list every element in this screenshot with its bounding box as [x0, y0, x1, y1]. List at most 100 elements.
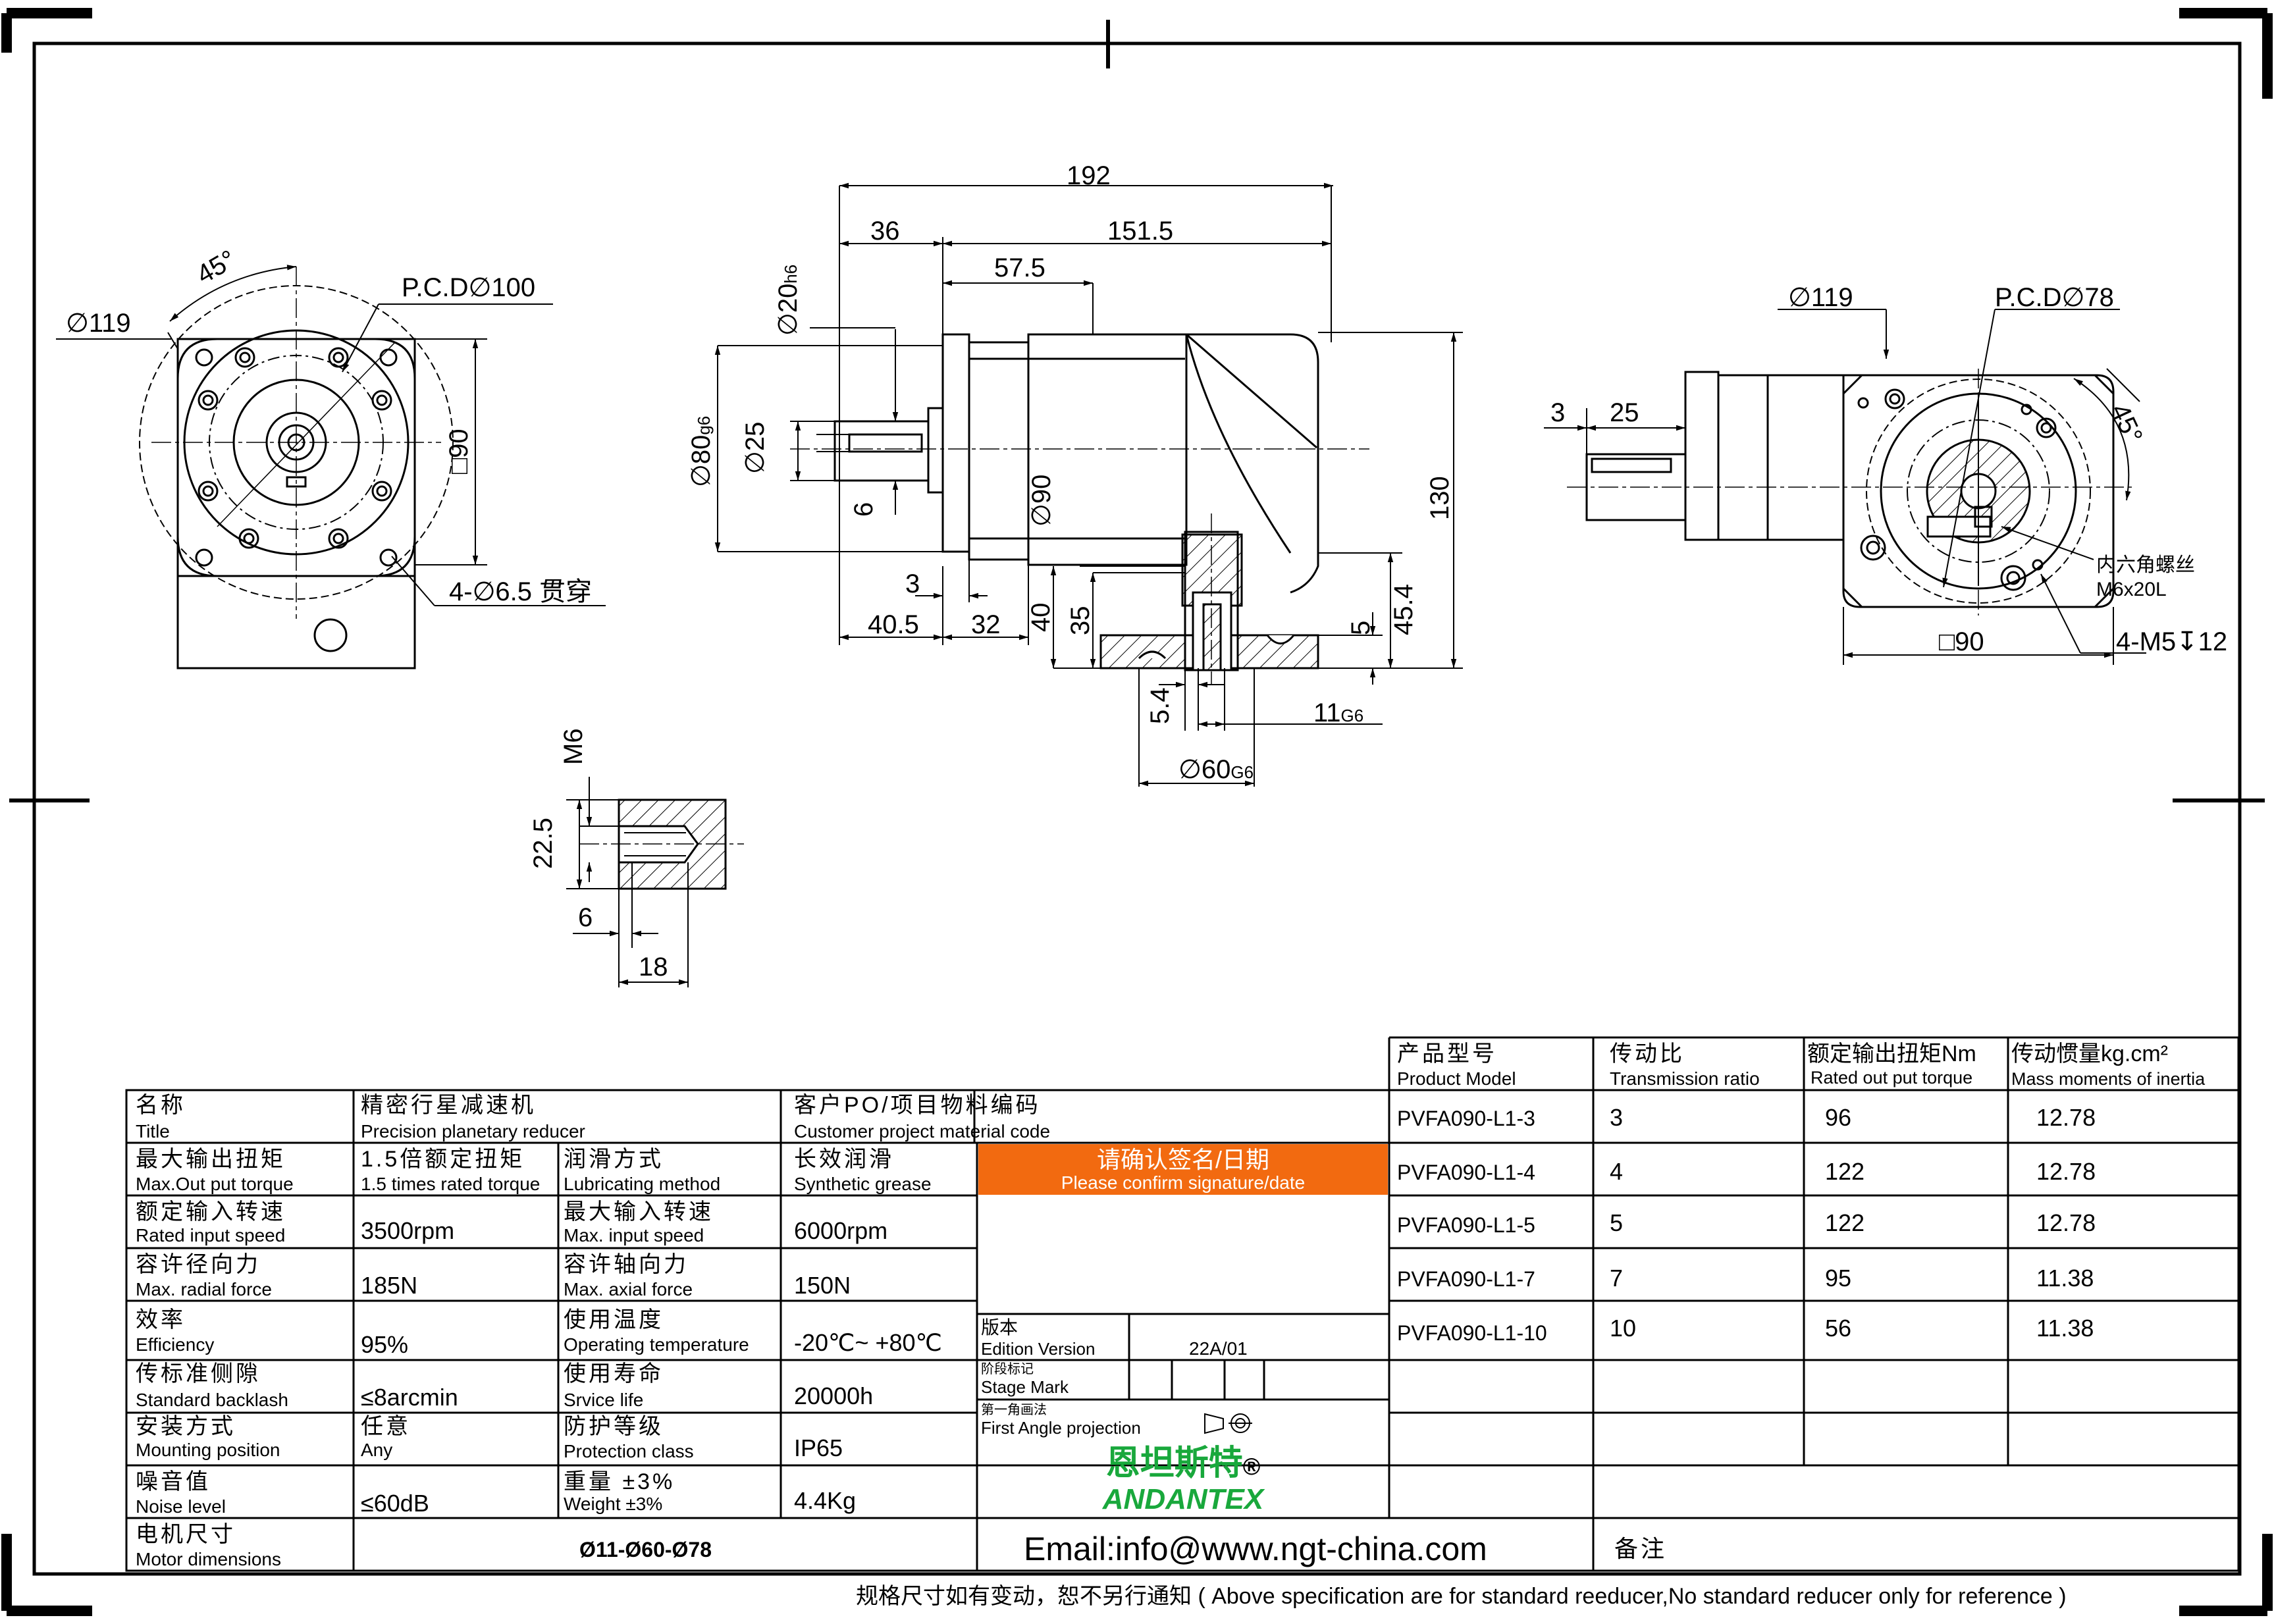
header-torque-cn: 额定输出扭矩Nm [1807, 1041, 1976, 1066]
tap-d22-5: 22.5 [529, 818, 558, 869]
side-d40: 40 [1026, 603, 1055, 633]
model-table-header: 产品型号 Product Model 传动比 Transmission rati… [1397, 1041, 2206, 1089]
front-angle: 45° [192, 245, 240, 290]
rated-speed-label-en: Rated input speed [136, 1225, 285, 1245]
torque-cell: 95 [1825, 1265, 1851, 1292]
spec-row-efficiency: 效率 Efficiency 95% 使用温度 Operating tempera… [136, 1307, 942, 1358]
contact-email: Email:info@www.ngt-china.com [1024, 1531, 1487, 1567]
edition-en: Edition Version [981, 1339, 1095, 1359]
table-row: PVFA090-L1-5 5 122 12.78 [1397, 1209, 2096, 1237]
header-model-cn: 产品型号 [1397, 1041, 1497, 1066]
svg-text:11G6: 11G6 [1313, 698, 1363, 727]
axial-force-label-cn: 容许轴向力 [564, 1252, 689, 1277]
rear-depth: 12 [2198, 627, 2228, 656]
table-row: PVFA090-L1-7 7 95 11.38 [1397, 1265, 2094, 1292]
spec-table [125, 1036, 2240, 1572]
spec-row-force: 容许径向力 Max. radial force 185N 容许轴向力 Max. … [136, 1252, 851, 1299]
tap-detail [566, 777, 744, 987]
front-holes: 4-∅6.5 贯穿 [449, 577, 592, 606]
front-pcd: P.C.D∅100 [402, 273, 535, 302]
efficiency-label-en: Efficiency [136, 1334, 214, 1355]
spec-row-input-speed: 额定输入转速 Rated input speed 3500rpm 最大输入转速 … [136, 1199, 887, 1245]
side-body: 151.5 [1107, 217, 1173, 246]
side-d35: 35 [1066, 606, 1095, 636]
weight-label-cn: 重量 ±3% [564, 1469, 675, 1494]
side-d40-5: 40.5 [868, 610, 919, 639]
motor-label-cn: 电机尺寸 [136, 1522, 236, 1547]
side-shaft-tol: h6 [781, 265, 801, 284]
weight-value: 4.4Kg [794, 1487, 856, 1514]
motor-value: Ø11-Ø60-Ø78 [579, 1538, 712, 1561]
confirm-en: Please confirm signature/date [1061, 1172, 1305, 1193]
rated-speed-value: 3500rpm [361, 1217, 454, 1244]
inertia-cell: 11.38 [2036, 1315, 2094, 1342]
side-d60: ∅60 [1178, 755, 1230, 784]
radial-force-label-cn: 容许径向力 [136, 1252, 261, 1277]
tap-d6: 6 [578, 903, 593, 932]
temperature-label-cn: 使用温度 [564, 1307, 664, 1332]
header-torque-en: Rated out put torque [1811, 1068, 1972, 1087]
service-life-value: 20000h [794, 1382, 873, 1409]
side-flange-shaft: 36 [870, 217, 900, 246]
tap-d18: 18 [639, 953, 668, 982]
header-inertia-cn: 传动惯量kg.cm² [2011, 1041, 2168, 1066]
sheet-border [1, 8, 2273, 1616]
side-key-dia: ∅25 [741, 422, 770, 474]
customer-code-cn: 客户PO/项目物料编码 [794, 1093, 1041, 1118]
noise-value: ≤60dB [361, 1490, 429, 1517]
rear-screw-en: M6x20L [2096, 579, 2167, 600]
backlash-value: ≤8arcmin [361, 1384, 458, 1411]
title-label-en: Title [136, 1121, 170, 1141]
noise-label-en: Noise level [136, 1496, 226, 1517]
rated-speed-label-cn: 额定输入转速 [136, 1199, 286, 1224]
model-cell: PVFA090-L1-10 [1397, 1321, 1547, 1345]
rear-holes: 4-M5 [2116, 627, 2176, 656]
max-torque-value-cn: 1.5倍额定扭矩 [361, 1147, 525, 1172]
temperature-value: -20℃~ +80℃ [794, 1329, 942, 1356]
side-d3: 3 [905, 569, 920, 598]
front-bolt-holes [195, 347, 398, 567]
rear-holes [1857, 388, 2057, 591]
torque-cell: 96 [1825, 1104, 1851, 1131]
header-ratio-cn: 传动比 [1610, 1041, 1685, 1066]
model-cell: PVFA090-L1-4 [1397, 1161, 1535, 1184]
ratio-cell: 7 [1610, 1265, 1623, 1292]
projection-en: First Angle projection [981, 1418, 1141, 1438]
customer-code-en: Customer project material code [794, 1121, 1050, 1141]
noise-label-cn: 噪音值 [136, 1469, 211, 1494]
backlash-label-en: Standard backlash [136, 1390, 288, 1410]
front-view [56, 265, 606, 669]
axial-force-label-en: Max. axial force [564, 1279, 693, 1299]
inertia-cell: 11.38 [2036, 1265, 2094, 1292]
depth-icon: ↧ [2176, 627, 2198, 656]
rear-square: □90 [1939, 627, 1984, 656]
svg-text:∅20h6: ∅20h6 [774, 265, 803, 336]
brand-logo-en: ANDANTEX [1102, 1483, 1265, 1515]
spec-row-mounting: 安装方式 Mounting position 任意 Any 防护等级 Prote… [136, 1414, 843, 1461]
confirm-cn: 请确认签名/日期 [1097, 1146, 1269, 1173]
svg-text:恩坦斯特®: 恩坦斯特® [1106, 1444, 1261, 1482]
rear-angle: 45° [2105, 400, 2148, 448]
mounting-label-en: Mounting position [136, 1440, 280, 1460]
spec-row-noise: 噪音值 Noise level ≤60dB 重量 ±3% Weight ±3% … [136, 1469, 856, 1517]
radial-force-value: 185N [361, 1272, 417, 1299]
side-body-dia: ∅90 [1027, 475, 1056, 527]
model-cell: PVFA090-L1-7 [1397, 1267, 1535, 1291]
protection-label-cn: 防护等级 [564, 1414, 664, 1439]
confirm-signature-cell [978, 1144, 1388, 1195]
temperature-label-en: Operating temperature [564, 1334, 749, 1355]
title-label-cn: 名称 [136, 1093, 186, 1118]
ratio-cell: 4 [1610, 1158, 1623, 1185]
side-shaft-dia: ∅20 [774, 284, 803, 336]
registered-mark: ® [1243, 1453, 1261, 1480]
table-row: PVFA090-L1-4 4 122 12.78 [1397, 1158, 2096, 1185]
torque-cell: 122 [1825, 1209, 1864, 1236]
front-square: □90 [444, 429, 473, 474]
svg-text:∅80g6: ∅80g6 [687, 416, 716, 487]
max-speed-value: 6000rpm [794, 1217, 887, 1244]
protection-value: IP65 [794, 1434, 843, 1461]
rear-view [1544, 309, 2146, 665]
stage-en: Stage Mark [981, 1377, 1069, 1397]
rear-screw-cn: 内六角螺丝 [2096, 554, 2195, 576]
inertia-cell: 12.78 [2036, 1158, 2096, 1185]
